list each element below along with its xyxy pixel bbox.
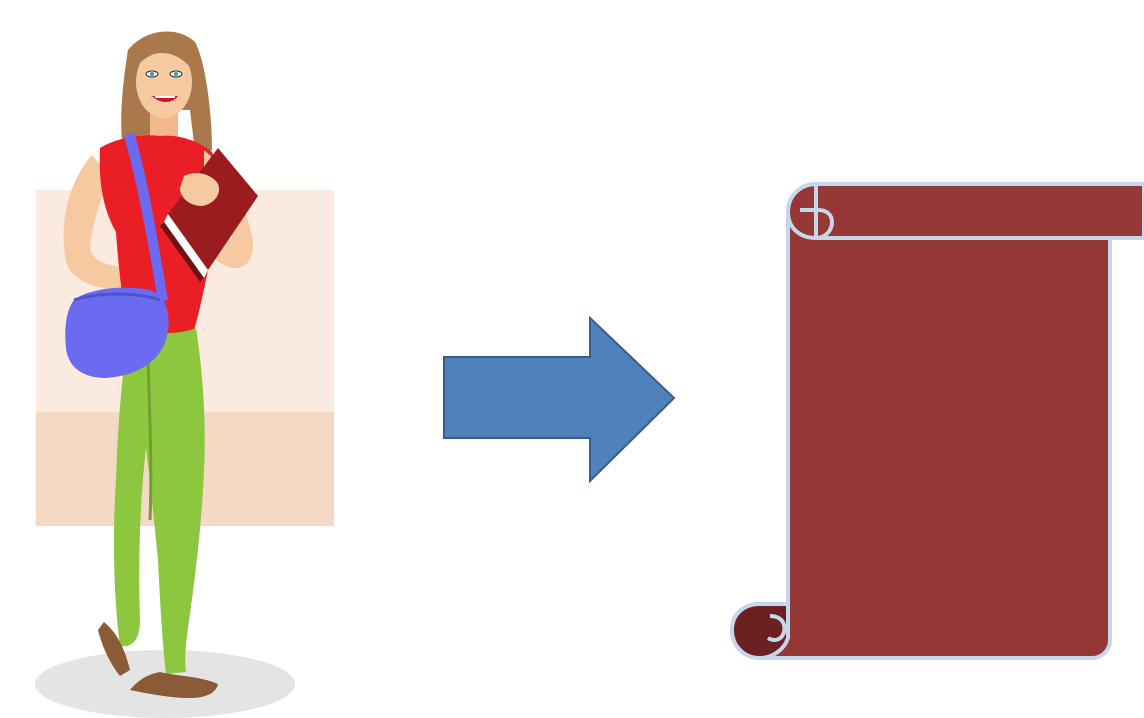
scroll-bottom-curl [732,604,788,658]
scroll-top-roll [816,184,1144,238]
scroll-banner-icon [732,184,1144,658]
student-illustration [35,32,334,718]
right-arrow-icon [444,318,674,481]
scroll-body [732,184,1110,658]
pants [114,326,205,674]
